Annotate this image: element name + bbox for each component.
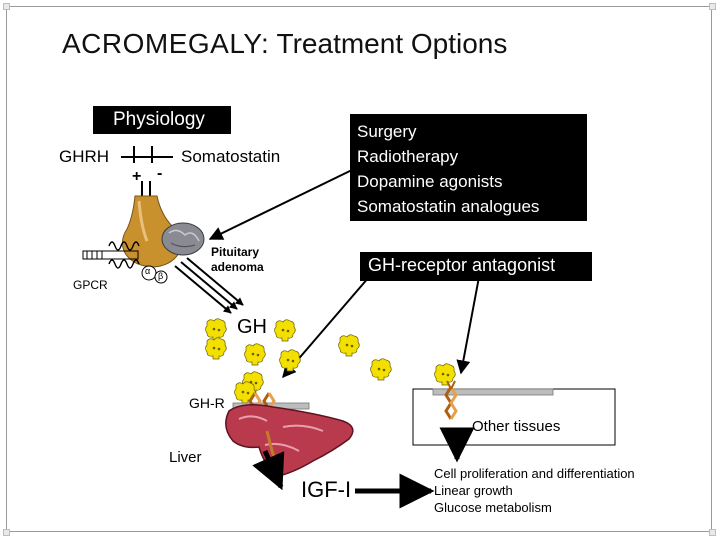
other-tissues-box: [412, 380, 616, 463]
pituitary-label-line: Pituitary: [211, 245, 260, 259]
beta-subunit-label: β: [158, 271, 164, 281]
treatment-item: Dopamine agonists: [357, 172, 503, 191]
gh-label: GH: [237, 316, 267, 338]
corner-mark-bottom-left: [3, 529, 10, 536]
effect-item: Glucose metabolism: [434, 500, 552, 515]
corner-mark-top-right: [709, 3, 716, 10]
title-part-2: Treatment Options: [276, 28, 508, 59]
effect-item: Cell proliferation and differentiation: [434, 466, 635, 481]
liver-label: Liver: [169, 449, 202, 466]
other-tissues-label: Other tissues: [472, 418, 561, 435]
pituitary-gland: [121, 195, 205, 268]
corner-mark-top-left: [3, 3, 10, 10]
adenoma-label-line: adenoma: [211, 260, 264, 274]
somatostatin-label: Somatostatin: [181, 147, 281, 166]
gpcr-label: GPCR: [73, 278, 108, 292]
diagram-graphics: [82, 146, 616, 509]
slide-frame: [6, 6, 712, 532]
effect-item: Linear growth: [434, 483, 513, 498]
alpha-subunit-label: α: [145, 266, 151, 276]
physiology-header: Physiology: [93, 106, 231, 134]
inhibition-sign: -: [157, 165, 163, 182]
igf1-label: IGF-I: [301, 477, 352, 502]
effects-list: Cell proliferation and differentiation L…: [434, 465, 635, 516]
ghrh-label: GHRH: [59, 147, 110, 166]
treatment-item: Surgery: [357, 122, 417, 141]
title-part-1: ACROMEGALY:: [62, 28, 270, 59]
treatments-box: Surgery Radiotherapy Dopamine agonists S…: [350, 114, 587, 221]
acromegaly-diagram: Physiology GHRH Somatostatin + - Surgery…: [53, 101, 654, 516]
treatment-item: Somatostatin analogues: [357, 197, 540, 216]
liver: [225, 404, 354, 491]
gh-receptor-antagonist-box: GH-receptor antagonist: [360, 252, 592, 281]
pituitary-adenoma-label: Pituitary adenoma: [211, 245, 264, 275]
slide-title: ACROMEGALY: Treatment Options: [62, 28, 507, 60]
stimulation-sign: +: [132, 168, 142, 185]
treatment-item: Radiotherapy: [357, 147, 459, 166]
gpcr-membrane: [82, 241, 168, 284]
corner-mark-bottom-right: [709, 529, 716, 536]
gh-r-label: GH-R: [189, 395, 225, 411]
gh-release-arrows: [174, 257, 244, 314]
